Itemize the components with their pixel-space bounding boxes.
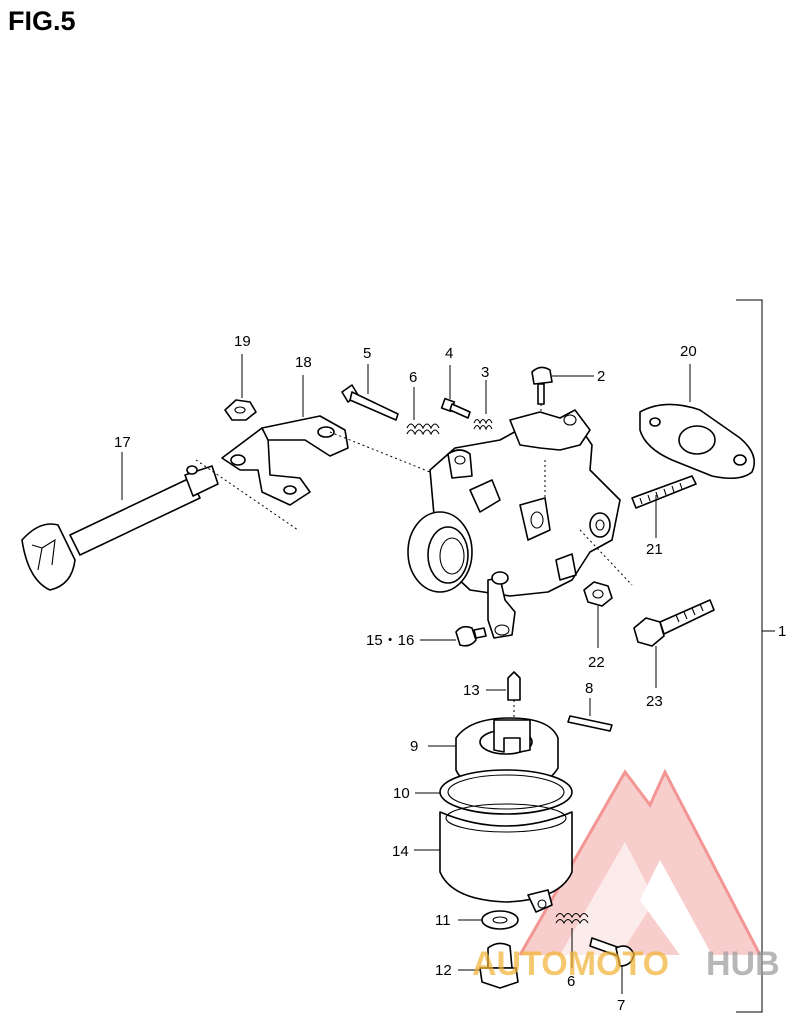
callout-11: 11 [435,912,451,929]
callout-3: 3 [481,364,489,381]
callout-2: 2 [597,368,605,385]
part-21-stud [631,475,697,538]
part-10-gasket [415,769,573,815]
part-12-bolt [458,942,519,989]
part-8-pin [567,698,613,732]
carburetor-body [407,409,633,639]
part-2-screw [531,366,594,440]
part-11-washer [458,910,519,930]
part-14-float-bowl [414,803,573,913]
callout-17: 17 [114,434,131,451]
watermark-text: AUTOMOTO HUB [472,945,780,983]
callout-10: 10 [393,785,410,802]
callout-4: 4 [445,345,453,362]
figure-title: FIG.5 [8,6,76,36]
callout-9: 9 [410,738,418,755]
callout-labels: 1 2 3 4 5 6 6 7 8 9 10 11 12 13 14 15・16… [114,333,786,1014]
part-22-nut [583,581,613,648]
callout-12: 12 [435,962,452,979]
callout-15-16: 15・16 [366,632,414,649]
assembly-bracket [736,299,775,1013]
callout-1: 1 [778,623,786,640]
part-7-screw [589,937,635,994]
part-18-bracket [195,375,451,531]
part-13-needle [486,671,521,722]
callout-6-bottom: 6 [567,973,575,990]
part-4-screw [440,365,471,419]
callout-21: 21 [646,541,663,558]
callout-13: 13 [463,682,480,699]
callout-7: 7 [617,997,625,1014]
part-6-spring-upper [406,387,440,436]
part-20-gasket [639,364,756,480]
callout-19: 19 [234,333,251,350]
part-5-screw [341,364,399,421]
callout-14: 14 [392,843,409,860]
part-17-choke-rod [21,452,219,591]
part-3-spring [473,380,493,431]
callout-20: 20 [680,343,697,360]
part-6-spring-lower [555,912,589,968]
part-23-bolt [633,599,715,688]
part-19-clip [224,354,257,421]
svg-text:HUB: HUB [706,945,780,983]
callout-22: 22 [588,654,605,671]
callout-8: 8 [585,680,593,697]
part-15-16-screw [420,625,487,647]
callout-5: 5 [363,345,371,362]
callout-23: 23 [646,693,663,710]
svg-text:AUTOMOTO: AUTOMOTO [472,945,669,983]
watermark-logo [518,768,762,956]
callout-6-top: 6 [409,369,417,386]
callout-18: 18 [295,354,312,371]
